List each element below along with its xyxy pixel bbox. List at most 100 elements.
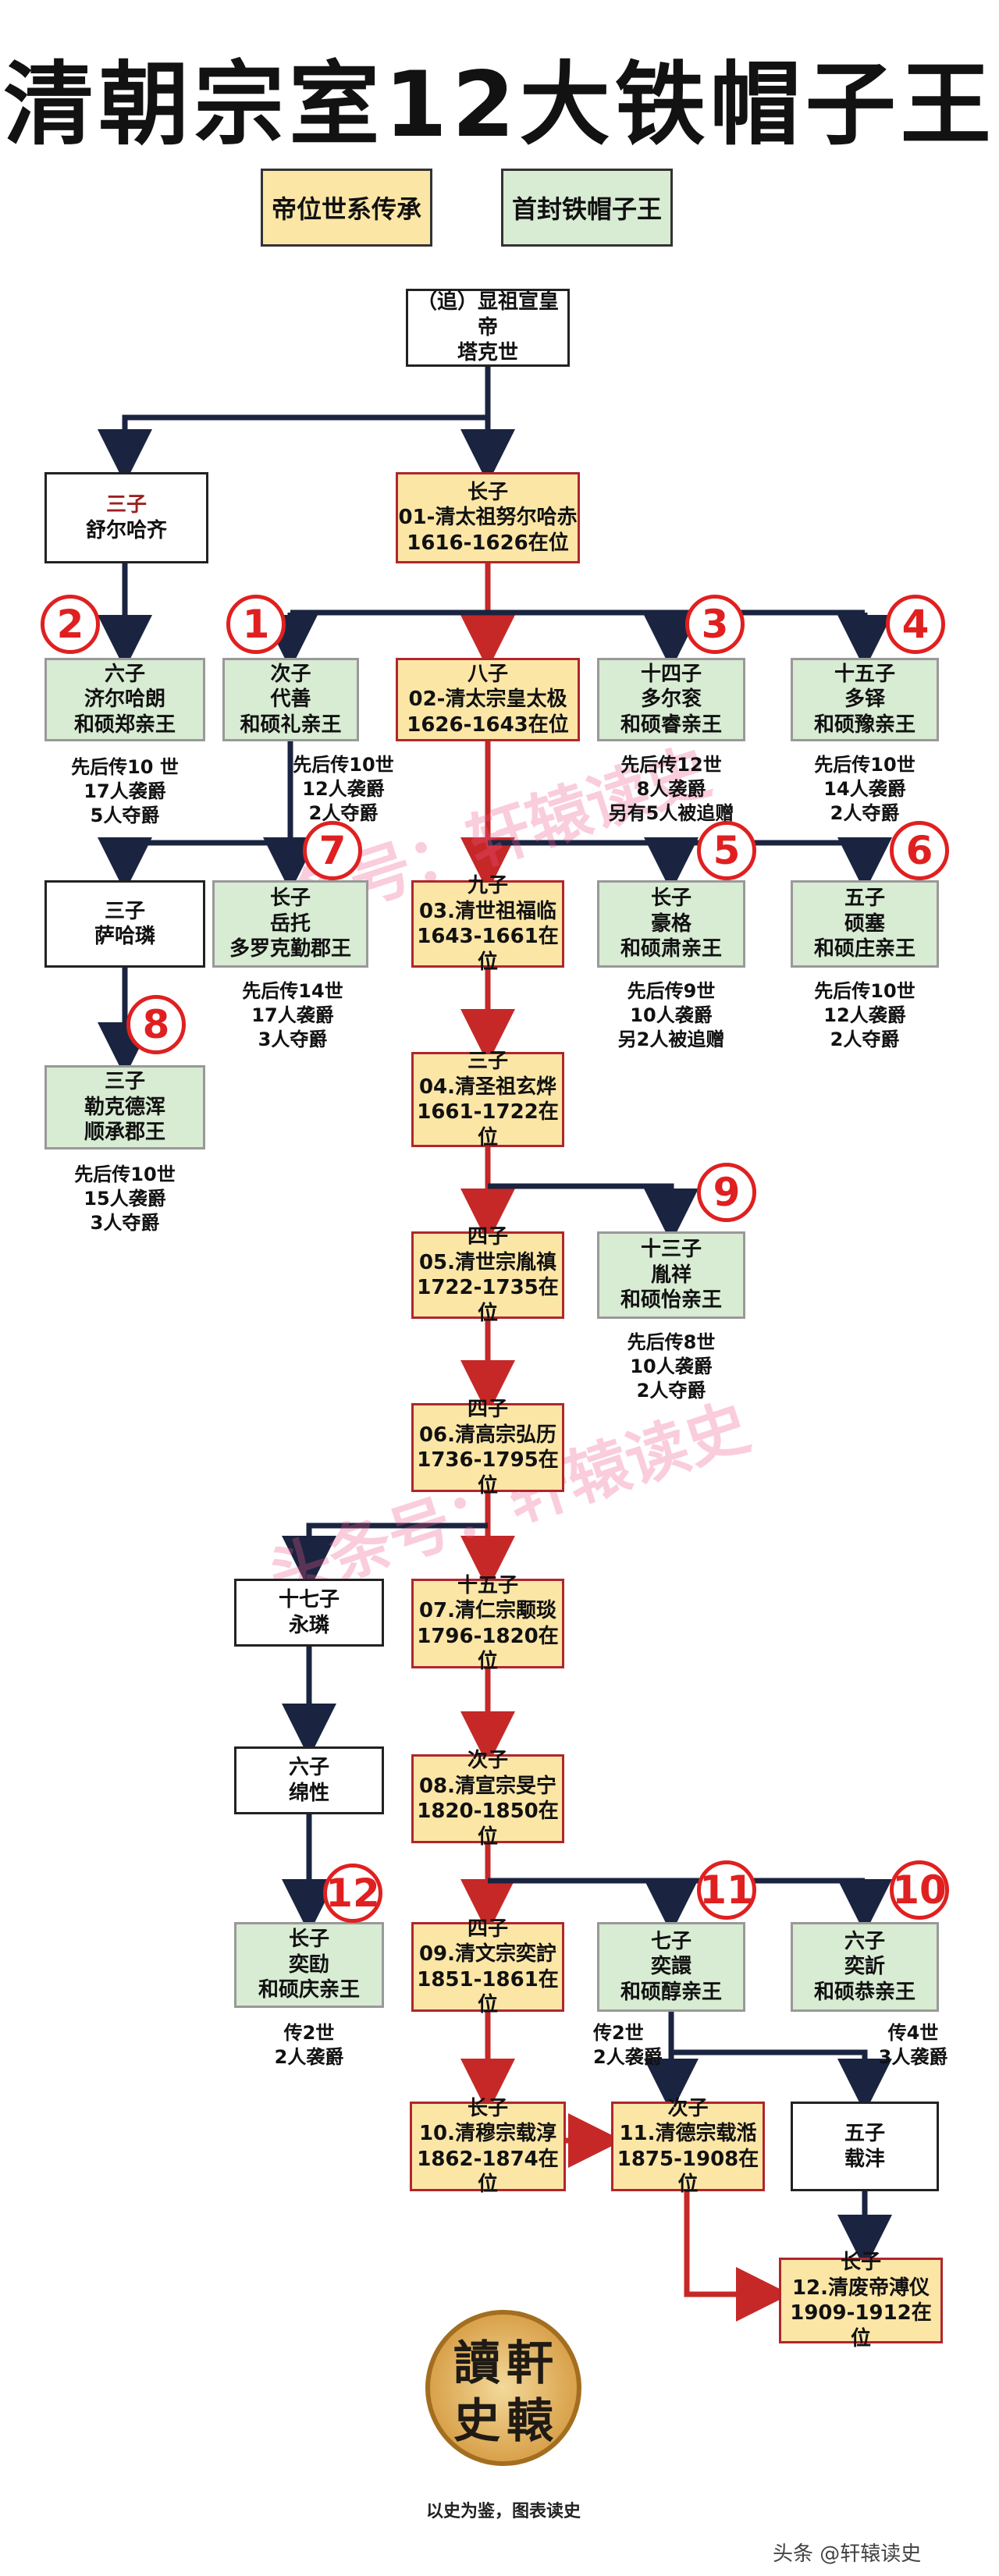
node-yikuang-line1: 长子 bbox=[288, 1928, 329, 1952]
node-yongyan: 十五子 07.清仁宗颙琰 1796-1820在位 bbox=[411, 1574, 564, 1673]
node-dorgon-line3: 和硕睿亲王 bbox=[620, 712, 722, 737]
node-yongyan-line1: 十五子 bbox=[457, 1573, 518, 1597]
note-keqin-line2: 17人袭爵 bbox=[251, 1004, 334, 1027]
node-nurhaci: 长子 01-清太祖努尔哈赤 1616-1626在位 bbox=[396, 472, 580, 563]
note-zheng-line2: 17人袭爵 bbox=[84, 780, 166, 803]
node-yonglin-line2: 永璘 bbox=[288, 1613, 329, 1637]
connector-hongli-branch bbox=[282, 1523, 488, 1590]
circle-number-6: 6 bbox=[890, 821, 949, 880]
node-hongli: 四子 06.清高宗弘历 1736-1795在位 bbox=[411, 1398, 564, 1498]
node-shurhaci-line1: 三子 bbox=[105, 493, 147, 517]
legend-iron-cap-prince: 首封铁帽子王 bbox=[501, 169, 673, 247]
circle-number-5: 5 bbox=[697, 821, 756, 880]
node-fulin-line1: 九子 bbox=[467, 874, 508, 897]
note-zhuang-line1: 先后传10世 bbox=[814, 980, 915, 1002]
note-qing-prince: 传2世 2人袭爵 bbox=[234, 2021, 384, 2070]
seal-char-4: 轅 bbox=[507, 2394, 553, 2449]
note-su-line1: 先后传9世 bbox=[627, 980, 716, 1002]
note-su-line2: 10人袭爵 bbox=[630, 1004, 713, 1027]
node-hooge: 长子 豪格 和硕肃亲王 bbox=[597, 880, 745, 968]
node-zaitian-line2: 11.清德宗载湉 bbox=[619, 2122, 757, 2145]
node-zaichun-line2: 10.清穆宗载淳 bbox=[418, 2122, 557, 2145]
node-yinzhen-line1: 四子 bbox=[467, 1225, 508, 1249]
note-yi-line3: 2人夺爵 bbox=[636, 1380, 706, 1402]
note-yi-line1: 先后传8世 bbox=[627, 1331, 716, 1353]
note-yi-prince: 先后传8世 10人袭爵 2人夺爵 bbox=[593, 1331, 749, 1404]
node-zaitian: 次子 11.清德宗载湉 1875-1908在位 bbox=[611, 2097, 765, 2196]
node-yixin-line2: 奕訢 bbox=[844, 1955, 885, 1979]
node-yixuan-line1: 七子 bbox=[650, 1929, 691, 1953]
node-shose: 五子 硕塞 和硕庄亲王 bbox=[791, 880, 939, 968]
node-daisan-line1: 次子 bbox=[270, 662, 311, 686]
note-zhuang-line3: 2人夺爵 bbox=[830, 1029, 900, 1051]
node-shose-line2: 硕塞 bbox=[844, 911, 885, 936]
note-zheng-line3: 5人夺爵 bbox=[90, 805, 160, 827]
note-yi-line2: 10人袭爵 bbox=[630, 1356, 713, 1378]
node-yizhu-line1: 四子 bbox=[467, 1917, 508, 1941]
node-dodo: 十五子 多铎 和硕豫亲王 bbox=[791, 658, 939, 741]
connector-zaitian-puyi bbox=[684, 2191, 791, 2322]
note-shuncheng-line3: 3人夺爵 bbox=[90, 1212, 160, 1235]
note-yu-line2: 14人袭爵 bbox=[823, 778, 906, 801]
node-minning-line2: 08.清宣宗旻宁 bbox=[418, 1774, 557, 1798]
node-minning-line1: 次子 bbox=[467, 1749, 508, 1772]
node-yonglin-line1: 十七子 bbox=[278, 1588, 340, 1611]
circle-number-7: 7 bbox=[303, 821, 362, 880]
note-zheng-prince: 先后传10 世 17人袭爵 5人夺爵 bbox=[47, 755, 203, 829]
node-taksi-line1: （追）显祖宣皇帝 bbox=[416, 290, 559, 339]
node-taksi: （追）显祖宣皇帝 塔克世 bbox=[406, 289, 570, 367]
node-nurhaci-line2: 01-清太祖努尔哈赤 bbox=[398, 506, 578, 530]
note-keqin-line1: 先后传14世 bbox=[242, 980, 343, 1002]
node-yonglin: 十七子 永璘 bbox=[234, 1579, 384, 1647]
node-hongli-line1: 四子 bbox=[467, 1398, 508, 1421]
node-minning-line3: 1820-1850在位 bbox=[417, 1800, 559, 1849]
node-hongtaiji-line1: 八子 bbox=[467, 662, 508, 686]
node-xuanye: 三子 04.清圣祖玄烨 1661-1722在位 bbox=[411, 1050, 564, 1149]
node-shose-line1: 五子 bbox=[844, 886, 885, 911]
note-gong-line2: 3人袭爵 bbox=[878, 2046, 948, 2069]
circle-number-2: 2 bbox=[41, 595, 100, 654]
node-nurhaci-line1: 长子 bbox=[467, 480, 508, 504]
node-zaitian-line3: 1875-1908在位 bbox=[617, 2147, 759, 2197]
seal-char-1: 讀 bbox=[453, 2336, 500, 2391]
note-chun-line2: 2人袭爵 bbox=[593, 2046, 663, 2069]
node-hongli-line3: 1736-1795在位 bbox=[417, 1448, 559, 1498]
node-dorgon-line1: 十四子 bbox=[640, 662, 702, 686]
note-su-prince: 先后传9世 10人袭爵 另2人被追赠 bbox=[589, 979, 753, 1053]
connector-taksi-shurhaci bbox=[98, 414, 488, 484]
node-yinzhen-line3: 1722-1735在位 bbox=[417, 1276, 559, 1325]
node-yoto: 长子 岳托 多罗克勤郡王 bbox=[212, 880, 368, 968]
note-gong-prince: 传4世 3人袭爵 bbox=[870, 2021, 956, 2070]
circle-number-9: 9 bbox=[697, 1163, 756, 1222]
node-mianxing-line2: 绵性 bbox=[288, 1781, 329, 1805]
note-li-prince: 先后传10世 12人袭爵 2人夺爵 bbox=[273, 753, 414, 826]
node-hooge-line3: 和硕肃亲王 bbox=[620, 937, 722, 961]
node-fulin-line2: 03.清世祖福临 bbox=[418, 899, 557, 923]
note-chun-prince: 传2世 2人袭爵 bbox=[593, 2021, 663, 2070]
note-zhuang-prince: 先后传10世 12人袭爵 2人夺爵 bbox=[787, 979, 943, 1053]
legend-iron-cap-label: 首封铁帽子王 bbox=[511, 194, 662, 224]
node-sahaliyan-line1: 三子 bbox=[104, 899, 145, 923]
note-rui-line3: 另有5人被追赠 bbox=[608, 802, 734, 825]
seal-char-2: 軒 bbox=[507, 2336, 553, 2391]
node-hongli-line2: 06.清高宗弘历 bbox=[418, 1423, 557, 1447]
note-yu-line3: 2人夺爵 bbox=[830, 802, 900, 825]
node-yoto-line3: 多罗克勤郡王 bbox=[229, 937, 351, 961]
node-fulin-line3: 1643-1661在位 bbox=[417, 925, 559, 974]
node-dorgon-line2: 多尔衮 bbox=[640, 688, 702, 712]
node-dodo-line3: 和硕豫亲王 bbox=[813, 712, 915, 737]
node-zaichun-line3: 1862-1874在位 bbox=[417, 2147, 559, 2197]
node-sahaliyan: 三子 萨哈璘 bbox=[44, 880, 205, 968]
note-yu-prince: 先后传10世 14人袭爵 2人夺爵 bbox=[787, 753, 943, 826]
node-yizhu-line3: 1851-1861在位 bbox=[417, 1967, 559, 2017]
node-yixuan-line3: 和硕醇亲王 bbox=[620, 1980, 722, 2004]
node-yinxiang-line2: 胤祥 bbox=[650, 1263, 691, 1287]
note-su-line3: 另2人被追赠 bbox=[617, 1029, 725, 1051]
node-shurhaci: 三子 舒尔哈齐 bbox=[44, 472, 208, 563]
node-yinzhen: 四子 05.清世宗胤禛 1722-1735在位 bbox=[411, 1225, 564, 1325]
node-daisan: 次子 代善 和硕礼亲王 bbox=[222, 658, 359, 741]
footer-credit: 头条 @轩辕读史 bbox=[773, 2542, 922, 2566]
node-hooge-line1: 长子 bbox=[650, 886, 691, 911]
node-yizhu-line2: 09.清文宗奕詝 bbox=[418, 1942, 557, 1966]
